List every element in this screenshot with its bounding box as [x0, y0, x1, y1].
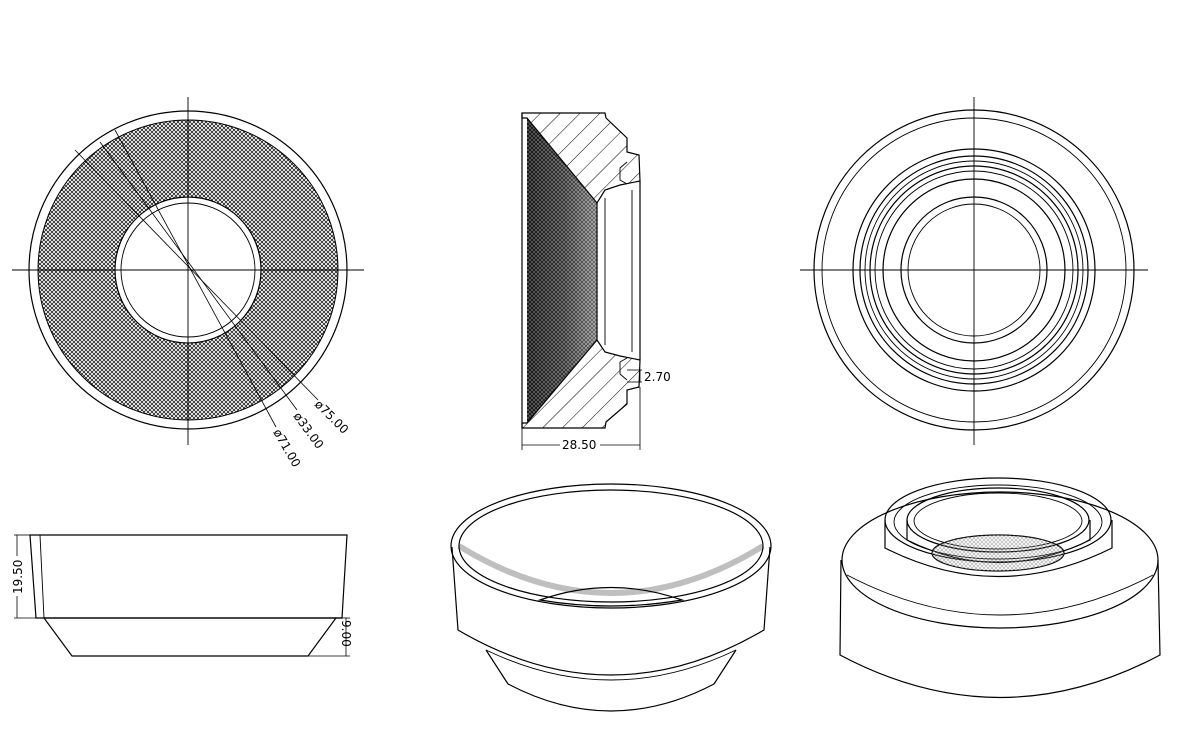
lower-groove	[619, 357, 628, 381]
iso2-bore-mesh	[932, 535, 1064, 571]
dim-section-width: 28.50	[562, 438, 596, 452]
leader-inner	[99, 141, 298, 411]
bottom-view	[800, 97, 1148, 445]
iso-rim-outer	[450, 483, 772, 609]
iso2-body	[839, 559, 1161, 698]
upper-groove	[619, 161, 628, 185]
iso-view-bottom	[839, 477, 1161, 698]
upper-body	[29, 534, 348, 619]
lower-body	[42, 617, 338, 657]
iso-skirt-line	[485, 649, 737, 681]
iso-bore	[537, 586, 685, 607]
leader-rim	[114, 129, 277, 428]
upper-body-edge	[39, 534, 45, 619]
cone-mesh	[527, 118, 597, 423]
dim-total-height: 19.50	[11, 560, 25, 594]
iso-meshed-cone	[458, 489, 764, 603]
iso2-step	[884, 520, 1113, 578]
leader-outer	[74, 149, 319, 401]
iso2-base-rim	[841, 491, 1159, 629]
iso2-body-line	[846, 574, 1154, 616]
top-view: ø75.00 ø33.00 ø71.00	[12, 97, 364, 470]
section-view: 28.50 2.70	[521, 112, 671, 452]
dim-lower-height: 9.00	[339, 620, 353, 647]
iso-cone-shade	[457, 543, 765, 596]
side-view: 19.50 9.00	[11, 534, 353, 657]
dim-rim-diameter: ø71.00	[270, 427, 303, 470]
dim-groove-depth: 2.70	[644, 370, 671, 384]
iso-body	[451, 546, 771, 676]
iso-view-top	[450, 483, 772, 712]
iso-skirt	[485, 649, 737, 712]
